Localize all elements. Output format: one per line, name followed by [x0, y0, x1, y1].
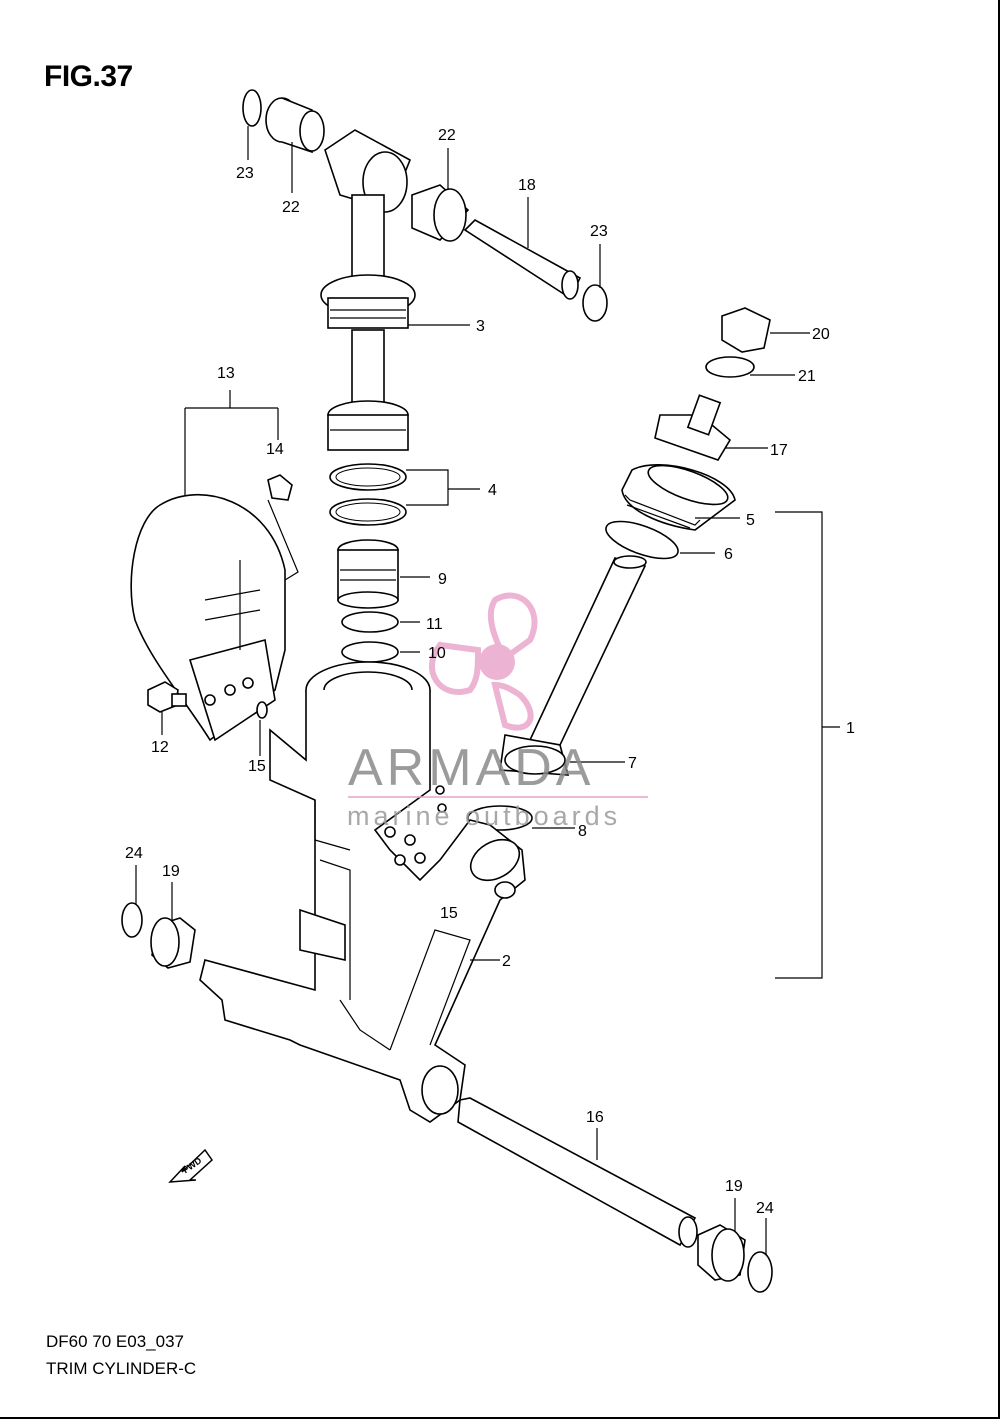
callout-10: 10	[428, 645, 446, 662]
callout-2: 2	[502, 953, 511, 970]
callout-3: 3	[476, 318, 485, 335]
watermark-tagline: marine outboards	[347, 801, 621, 831]
callout-labels: 1 2 3 4 5 6 7 8 9 10 11 12 13 14 15 15 1…	[125, 127, 855, 1217]
figure-title: FIG.37	[44, 60, 133, 93]
valve-17	[654, 394, 768, 461]
cover-13	[130, 390, 286, 742]
callout-21: 21	[798, 368, 816, 385]
o-ring-6	[605, 520, 715, 560]
callout-22-right: 22	[438, 127, 456, 144]
grommet-14	[267, 474, 299, 581]
callout-1: 1	[846, 720, 855, 737]
bushing-19-right	[697, 1198, 746, 1282]
figure-name: TRIM CYLINDER-C	[46, 1359, 197, 1378]
o-rings-4	[329, 463, 480, 526]
callout-22-left: 22	[282, 199, 300, 216]
callout-19-left: 19	[162, 863, 180, 880]
callout-8: 8	[578, 823, 587, 840]
washer-21	[705, 356, 795, 378]
cylinder-body-2	[199, 661, 526, 1123]
circlip-23-right	[582, 244, 608, 322]
callout-9: 9	[438, 571, 447, 588]
callout-15-upper: 15	[248, 758, 266, 775]
callout-16: 16	[586, 1109, 604, 1126]
bushing-22-left	[265, 97, 325, 193]
callout-14: 14	[266, 441, 284, 458]
bushing-22-right	[411, 148, 470, 242]
fwd-arrow-icon: FWD	[168, 1148, 213, 1183]
bushing-19-left	[150, 882, 196, 969]
tilt-rod-5	[621, 464, 840, 979]
cap-9	[337, 539, 430, 609]
callout-11: 11	[426, 616, 443, 633]
pin-18	[463, 197, 582, 300]
watermark-propeller-logo	[428, 592, 538, 731]
callout-6: 6	[724, 546, 733, 563]
callout-12: 12	[151, 739, 169, 756]
callout-4: 4	[488, 482, 497, 499]
snap-ring-11	[341, 611, 420, 633]
circlip-24-right	[747, 1218, 773, 1293]
piston-rod-3	[320, 129, 470, 451]
callout-23-left: 23	[236, 165, 254, 182]
callout-24-right: 24	[756, 1200, 774, 1217]
callout-19-right: 19	[725, 1178, 743, 1195]
callout-15-lower: 15	[440, 905, 458, 922]
callout-7: 7	[628, 755, 637, 772]
callout-13: 13	[217, 365, 235, 382]
figure-code: DF60 70 E03_037	[46, 1332, 184, 1351]
callout-18: 18	[518, 177, 536, 194]
callout-17: 17	[770, 442, 788, 459]
callout-24-left: 24	[125, 845, 143, 862]
circlip-24-left	[121, 865, 143, 938]
callout-5: 5	[746, 512, 755, 529]
o-ring-15-upper	[256, 701, 268, 756]
pin-16	[457, 1097, 698, 1248]
ring-10	[341, 641, 420, 663]
watermark-brand: ARMADA	[348, 739, 594, 797]
callout-23-right: 23	[590, 223, 608, 240]
nut-20	[721, 307, 810, 353]
rod-7	[499, 555, 647, 776]
callout-20: 20	[812, 326, 830, 343]
bolt-12	[147, 681, 187, 735]
circlip-23-top	[242, 89, 262, 160]
